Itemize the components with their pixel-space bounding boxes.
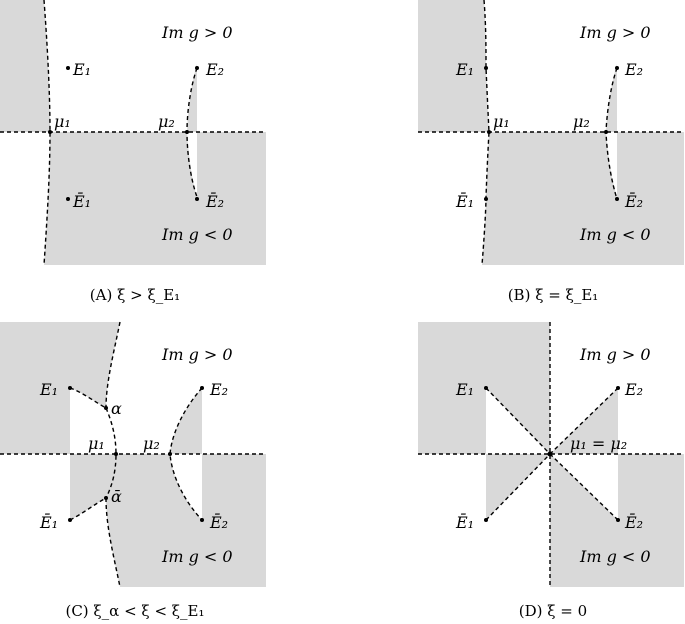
point-e2bar-a [195, 197, 199, 201]
label-alpha-c: α [111, 399, 122, 418]
branch-cut-c-upper [105, 321, 121, 409]
point-alpha-c [104, 406, 108, 410]
label-mu1-b: μ₁ [493, 112, 510, 131]
caption-c: (C) ξ_α < ξ < ξ_E₁ [65, 602, 205, 620]
label-im-neg-b: Im g < 0 [579, 225, 651, 244]
branch-cut-a-left [43, 0, 51, 266]
region-b-upper-left [418, 0, 489, 132]
point-e1-b [484, 66, 488, 70]
region-a-lower [44, 132, 266, 265]
label-e1bar-b: Ē₁ [455, 191, 474, 211]
region-b-upper-mid [606, 64, 617, 132]
region-b-lower [482, 132, 684, 265]
branch-cut-c-alpha-mu1 [105, 407, 117, 499]
region-c-upper-mid [170, 388, 202, 454]
label-mu2-b: μ₂ [573, 112, 590, 131]
label-e2-a: E₂ [205, 60, 224, 79]
point-mu2-b [604, 130, 608, 134]
label-im-neg-d: Im g < 0 [579, 547, 651, 566]
label-e2bar-a: Ē₂ [205, 191, 224, 211]
label-e1-c: E₁ [39, 380, 58, 399]
label-e2bar-c: Ē₂ [209, 512, 228, 532]
point-e1-a [66, 66, 70, 70]
point-alphabar-c [104, 496, 108, 500]
panel-c-diagram: Im g > 0 Im g < 0 E₁ E₂ Ē₁ Ē₂ α ᾱ μ₁ μ₂ [0, 321, 266, 588]
point-e2-b [615, 66, 619, 70]
panel-d: Im g > 0 Im g < 0 E₁ E₂ Ē₁ Ē₂ μ₁ = μ₂ [418, 322, 685, 592]
branch-cut-b-left [481, 0, 490, 266]
label-e2-d: E₂ [624, 380, 643, 399]
panel-b: Im g > 0 Im g < 0 E₁ E₂ Ē₁ Ē₂ μ₁ μ₂ [418, 0, 685, 270]
panel-c: Im g > 0 Im g < 0 E₁ E₂ Ē₁ Ē₂ α ᾱ μ₁ μ₂ [0, 321, 270, 592]
label-mu2-a: μ₂ [158, 112, 175, 131]
label-e1bar-a: Ē₁ [72, 191, 91, 211]
point-e1bar-a [66, 197, 70, 201]
region-a-upper-left [0, 0, 50, 132]
point-e1bar-b [484, 197, 488, 201]
label-mu-equal-d: μ₁ = μ₂ [570, 434, 627, 453]
panel-d-diagram: Im g > 0 Im g < 0 E₁ E₂ Ē₁ Ē₂ μ₁ = μ₂ [418, 322, 684, 587]
point-e1bar-d [484, 518, 488, 522]
region-c-lower-left [70, 454, 116, 520]
label-mu2-c: μ₂ [143, 434, 160, 453]
region-c-upper-left [0, 322, 120, 454]
panel-b-diagram: Im g > 0 Im g < 0 E₁ E₂ Ē₁ Ē₂ μ₁ μ₂ [418, 0, 684, 266]
panel-a-diagram: Im g > 0 Im g < 0 E₁ E₂ Ē₁ Ē₂ μ₁ μ₂ [0, 0, 266, 266]
label-im-pos-d: Im g > 0 [579, 345, 651, 364]
branch-cut-c-lower [105, 497, 121, 588]
panel-a: Im g > 0 Im g < 0 E₁ E₂ Ē₁ Ē₂ μ₁ μ₂ [0, 0, 270, 270]
point-e2-a [195, 66, 199, 70]
cut-d-e2 [549, 387, 619, 455]
label-e2bar-d: Ē₂ [624, 512, 643, 532]
point-e1-d [484, 386, 488, 390]
point-e2bar-c [200, 518, 204, 522]
label-mu1-a: μ₁ [54, 112, 71, 131]
cut-d-e1 [485, 387, 551, 455]
label-e2-c: E₂ [209, 380, 228, 399]
point-e1-c [68, 386, 72, 390]
label-e1-b: E₁ [455, 60, 474, 79]
point-e2bar-d [616, 518, 620, 522]
point-mu-merged-d [547, 451, 553, 457]
label-im-neg-a: Im g < 0 [161, 225, 233, 244]
caption-b: (B) ξ = ξ_E₁ [507, 286, 599, 304]
point-e2-c [200, 386, 204, 390]
label-im-pos-c: Im g > 0 [161, 345, 233, 364]
branch-cut-c-mid [169, 387, 203, 521]
label-e1-d: E₁ [455, 380, 474, 399]
label-e2bar-b: Ē₂ [624, 191, 643, 211]
point-mu1-b [487, 130, 491, 134]
point-e2-d [616, 386, 620, 390]
caption-d: (D) ξ = 0 [518, 602, 588, 620]
region-a-upper-mid [187, 64, 197, 132]
label-e2-b: E₂ [624, 60, 643, 79]
point-mu2-a [185, 130, 189, 134]
label-im-neg-c: Im g < 0 [161, 547, 233, 566]
label-im-pos-a: Im g > 0 [161, 23, 233, 42]
point-e1bar-c [68, 518, 72, 522]
point-e2bar-b [615, 197, 619, 201]
branch-cut-c-e1-alpha [69, 387, 107, 409]
label-mu1-c: μ₁ [88, 434, 105, 453]
cut-d-e2bar [549, 453, 619, 521]
point-mu1-c [114, 452, 118, 456]
label-e1bar-c: Ē₁ [39, 512, 58, 532]
caption-a: (A) ξ > ξ_E₁ [89, 286, 181, 304]
region-c-lower-right [106, 454, 266, 587]
point-mu2-c [168, 452, 172, 456]
point-mu1-a [48, 130, 52, 134]
label-alphabar-c: ᾱ [111, 487, 122, 506]
label-e1bar-d: Ē₁ [455, 512, 474, 532]
label-e1-a: E₁ [72, 60, 91, 79]
cut-d-e1bar [485, 453, 551, 521]
branch-cut-c-e1bar-alphabar [69, 497, 107, 521]
label-im-pos-b: Im g > 0 [579, 23, 651, 42]
